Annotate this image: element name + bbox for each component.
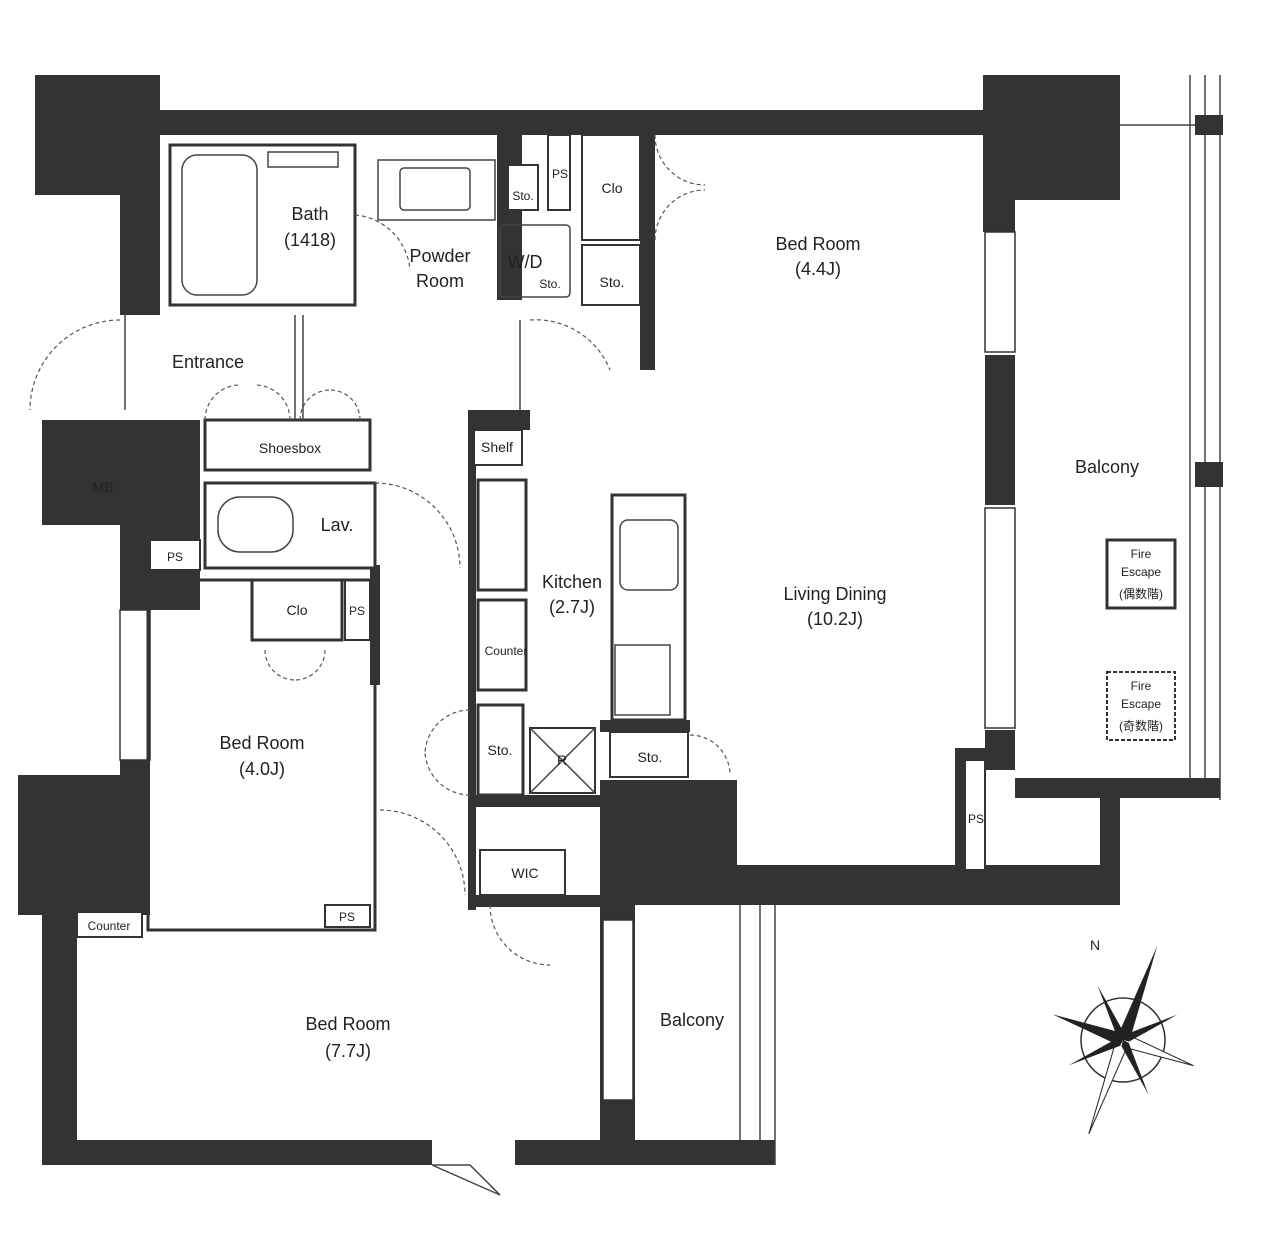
kitchen-label: Kitchen (542, 572, 602, 592)
counter-label: Counter (485, 644, 528, 658)
powder-room-label: Powder (409, 246, 470, 266)
bedroom-w-label: Bed Room (219, 733, 304, 753)
kitchen-size: (2.7J) (549, 597, 595, 617)
fixtures (76, 134, 1177, 938)
bath-label: Bath (291, 204, 328, 224)
room-labels: Bath (1418) Powder Room W/D Sto. Sto. PS… (88, 167, 1163, 1061)
mb-label: MB (93, 479, 114, 495)
lav-label: Lav. (321, 515, 354, 535)
bath-size: (1418) (284, 230, 336, 250)
fire-escape-even-3: (偶数階) (1119, 586, 1163, 601)
closet-label: Clo (601, 180, 622, 196)
fire-escape-odd-3: (奇数階) (1119, 718, 1163, 733)
fridge-label: R (557, 752, 567, 768)
fire-escape-even-2: Escape (1121, 565, 1161, 579)
fire-escape-odd-2: Escape (1121, 697, 1161, 711)
windows (119, 231, 1016, 1165)
wd-label: W/D (508, 252, 543, 272)
storage-label: Sto. (638, 749, 663, 765)
balcony-south-label: Balcony (660, 1010, 724, 1030)
bedroom-s-label: Bed Room (305, 1014, 390, 1034)
balcony-east-label: Balcony (1075, 457, 1139, 477)
storage-label: Sto. (600, 274, 625, 290)
fire-escape-even-1: Fire (1131, 547, 1152, 561)
shelf-label: Shelf (481, 439, 513, 455)
compass-rose-icon: N (1052, 937, 1194, 1135)
shoesbox-label: Shoesbox (259, 440, 321, 456)
bedroom-s-size: (7.7J) (325, 1041, 371, 1061)
ps-label: PS (968, 812, 984, 826)
wic-label: WIC (511, 865, 538, 881)
living-dining-label: Living Dining (783, 584, 886, 604)
compass-north-label: N (1090, 937, 1100, 953)
storage-label: Sto. (488, 742, 513, 758)
living-dining-size: (10.2J) (807, 609, 863, 629)
counter-label: Counter (88, 919, 131, 933)
bedroom-ne-size: (4.4J) (795, 259, 841, 279)
storage-label: Sto. (539, 277, 560, 291)
doors (29, 134, 731, 1196)
ps-label: PS (349, 604, 365, 618)
fire-escape-odd-1: Fire (1131, 679, 1152, 693)
ps-label: PS (552, 167, 568, 181)
bedroom-ne-label: Bed Room (775, 234, 860, 254)
entrance-label: Entrance (172, 352, 244, 372)
walls (18, 75, 1220, 1165)
ps-label: PS (167, 550, 183, 564)
ps-label: PS (339, 910, 355, 924)
powder-room-label-2: Room (416, 271, 464, 291)
east-balcony-rail (1120, 75, 1223, 800)
bedroom-w-size: (4.0J) (239, 759, 285, 779)
storage-label: Sto. (512, 189, 533, 203)
closet-label: Clo (286, 602, 307, 618)
